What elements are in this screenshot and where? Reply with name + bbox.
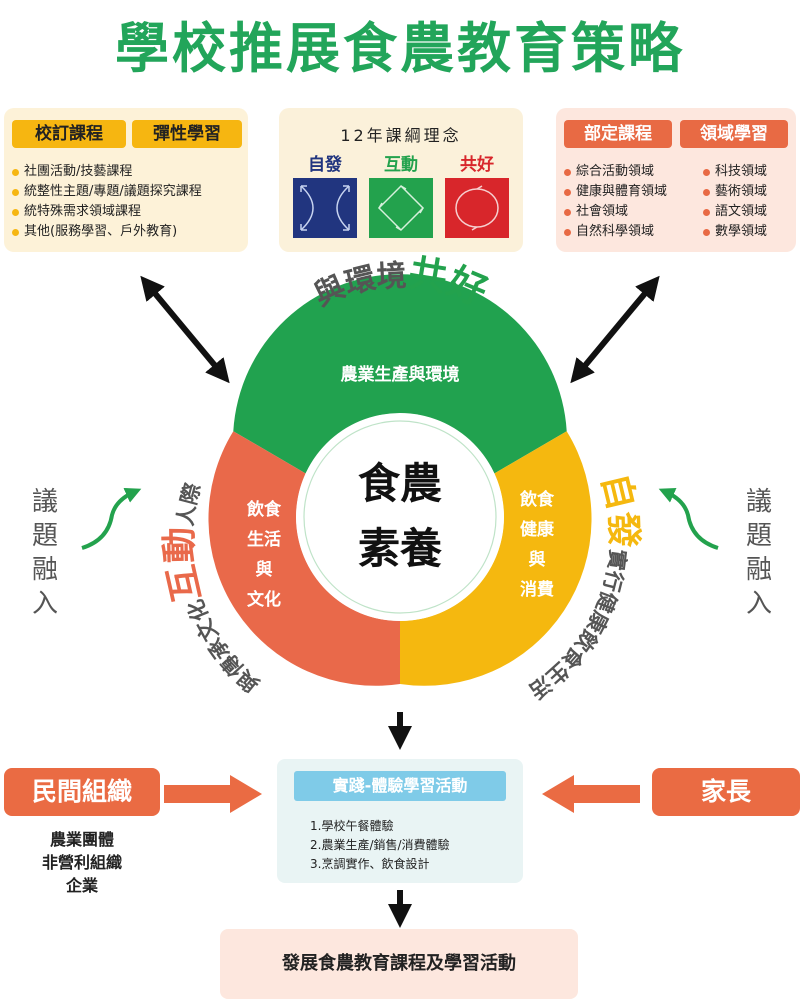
parents-tag: 家長 xyxy=(652,768,800,816)
national-curriculum-panel: 部定課程 領域學習 綜合活動領域 健康與體育領域 社會領域 自然科學領域 科技領… xyxy=(556,108,796,252)
svg-text:與: 與 xyxy=(256,559,273,580)
ring-core xyxy=(296,413,504,621)
svg-text:飲食: 飲食 xyxy=(519,489,555,510)
ring-segment-production xyxy=(233,274,567,474)
svg-text:消費: 消費 xyxy=(520,579,554,600)
label-interaction: 互動 xyxy=(384,155,418,175)
list-item: 社團活動/技藝課程 xyxy=(10,162,202,182)
core-line-1: 食農 xyxy=(358,459,442,508)
segment-label-culture: 飲食 生活 與 文化 xyxy=(246,499,282,610)
issue-integration-left: 議題融入 xyxy=(31,487,58,619)
issue-integration-right: 議題融入 xyxy=(745,487,772,619)
list-item: 非營利組織 xyxy=(41,853,122,872)
domain-list-col2: 科技領域 藝術領域 語文領域 數學領域 xyxy=(701,162,767,242)
tag-national-curriculum: 部定課程 xyxy=(564,120,672,148)
label-autonomy: 自發 xyxy=(308,155,342,175)
philosophy-title: 12年課綱理念 xyxy=(340,126,462,145)
activity-list: 1.學校午餐體驗 2.農業生產/銷售/消費體驗 3.烹調實作、飲食設計 xyxy=(310,817,450,874)
list-item: 健康與體育領域 xyxy=(562,182,667,202)
issue-arrow-right xyxy=(658,487,719,550)
interaction-icon xyxy=(369,178,433,238)
list-item: 社會領域 xyxy=(562,202,667,222)
org-arrow xyxy=(164,775,262,813)
right-double-arrow xyxy=(570,275,660,384)
svg-text:飲食: 飲食 xyxy=(246,499,282,520)
final-outcome-box: 發展食農教育課程及學習活動 xyxy=(220,929,578,999)
issue-arrow-left xyxy=(81,487,142,550)
civil-org-tag: 民間組織 xyxy=(4,768,160,816)
activity-header: 實踐-體驗學習活動 xyxy=(294,771,506,801)
svg-text:與: 與 xyxy=(529,549,546,570)
svg-text:生活: 生活 xyxy=(247,529,281,550)
list-item: 統特殊需求領域課程 xyxy=(10,202,202,222)
tag-domain-learning: 領域學習 xyxy=(680,120,788,148)
list-item: 語文領域 xyxy=(701,202,767,222)
common-good-icon xyxy=(445,178,509,238)
school-curriculum-panel: 校訂課程 彈性學習 社團活動/技藝課程 統整性主題/專題/議題探究課程 統特殊需… xyxy=(4,108,248,252)
domain-list-col1: 綜合活動領域 健康與體育領域 社會領域 自然科學領域 xyxy=(562,162,667,242)
list-item: 自然科學領域 xyxy=(562,222,667,242)
tag-flexible-learning: 彈性學習 xyxy=(132,120,242,148)
segment-label-health: 飲食 健康 與 消費 xyxy=(519,489,555,600)
school-curriculum-list: 社團活動/技藝課程 統整性主題/專題/議題探究課程 統特殊需求領域課程 其他(服… xyxy=(10,162,202,242)
practice-activity-box: 實踐-體驗學習活動 1.學校午餐體驗 2.農業生產/銷售/消費體驗 3.烹調實作… xyxy=(277,759,523,883)
civil-org-list: 農業團體 非營利組織 企業 xyxy=(4,828,160,897)
list-item: 統整性主題/專題/議題探究課程 xyxy=(10,182,202,202)
list-item: 藝術領域 xyxy=(701,182,767,202)
list-item: 綜合活動領域 xyxy=(562,162,667,182)
parent-arrow xyxy=(542,775,640,813)
autonomy-icon xyxy=(293,178,357,238)
tag-school-curriculum: 校訂課程 xyxy=(12,120,126,148)
core-line-2: 素養 xyxy=(358,524,442,573)
label-common-good: 共好 xyxy=(460,155,494,175)
page-title: 學校推展食農教育策略 xyxy=(115,17,685,80)
svg-text:文化: 文化 xyxy=(247,589,281,610)
ring-segment-health xyxy=(400,431,592,686)
list-item: 3.烹調實作、飲食設計 xyxy=(310,857,430,871)
list-item: 數學領域 xyxy=(701,222,767,242)
ring-segment-culture xyxy=(208,431,400,686)
svg-text:健康: 健康 xyxy=(520,519,555,540)
list-item: 農業團體 xyxy=(49,830,114,849)
curriculum-philosophy-panel: 12年課綱理念 自發 互動 共好 xyxy=(279,108,523,252)
segment-label-production: 農業生產與環境 xyxy=(341,364,460,385)
list-item: 2.農業生產/銷售/消費體驗 xyxy=(310,838,450,852)
list-item: 其他(服務學習、戶外教育) xyxy=(10,222,202,242)
list-item: 企業 xyxy=(65,876,98,895)
list-item: 科技領域 xyxy=(701,162,767,182)
left-double-arrow xyxy=(140,275,230,384)
list-item: 1.學校午餐體驗 xyxy=(310,819,394,833)
